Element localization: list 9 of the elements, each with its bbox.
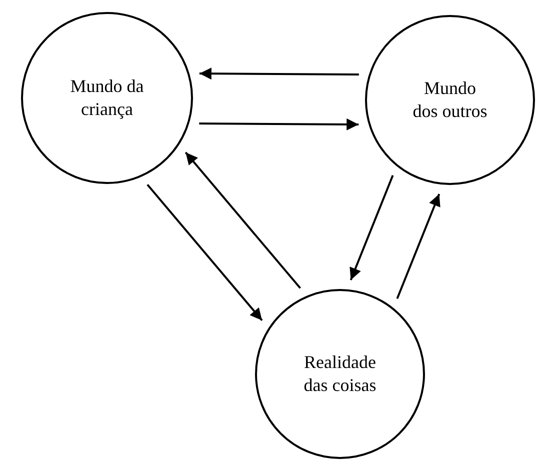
arrow — [199, 118, 359, 130]
arrow — [350, 174, 394, 280]
arrow — [184, 152, 301, 289]
arrow — [146, 184, 263, 322]
node-label: Mundo da criança — [69, 74, 145, 121]
arrow — [396, 194, 440, 300]
node-label: Realidade das coisas — [302, 350, 378, 397]
arrow — [199, 68, 359, 80]
node-label: Mundo dos outros — [412, 76, 488, 123]
